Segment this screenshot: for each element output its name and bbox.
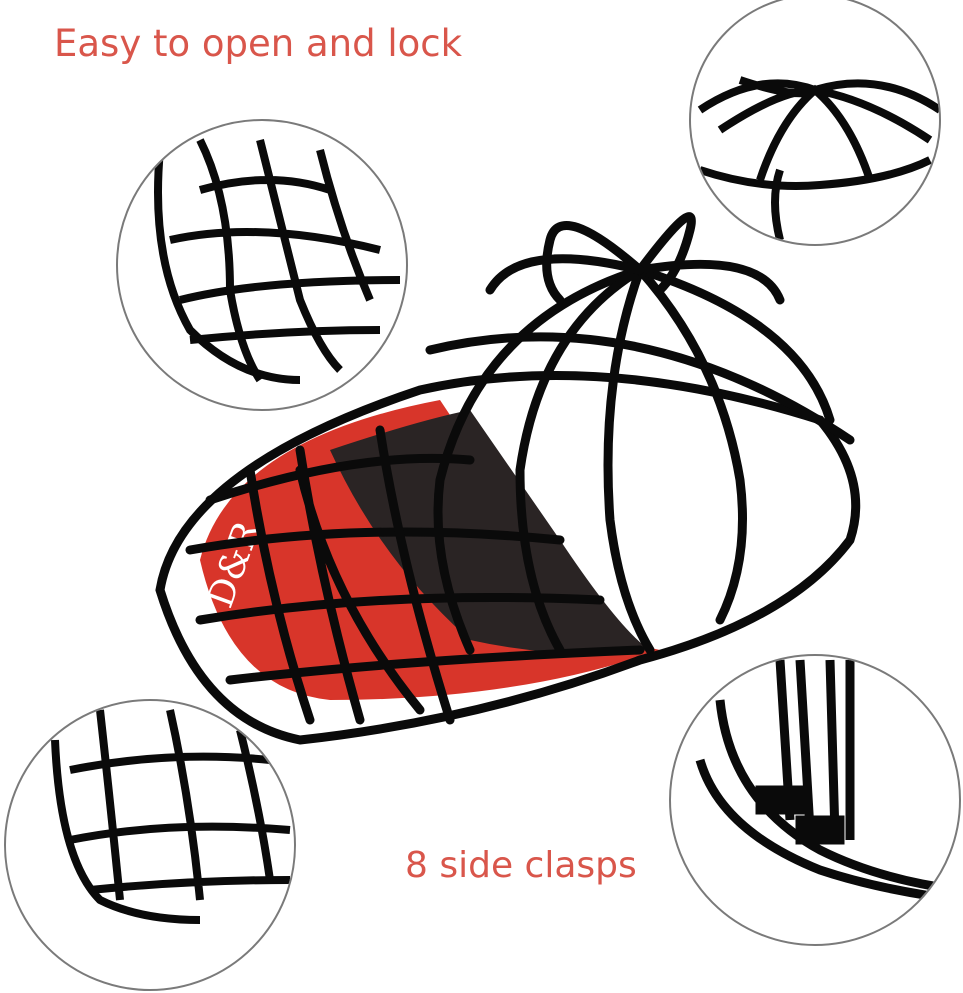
detail-circle-top-left	[116, 119, 408, 411]
detail-circle-bottom-left	[4, 699, 296, 991]
detail-circle-top-right	[689, 0, 941, 246]
caption-side-clasps: 8 side clasps	[405, 845, 637, 886]
caption-easy-open-lock: Easy to open and lock	[54, 22, 463, 65]
detail-circle-bottom-right	[669, 654, 961, 946]
cap-washer-cage: D&R	[155, 212, 861, 745]
